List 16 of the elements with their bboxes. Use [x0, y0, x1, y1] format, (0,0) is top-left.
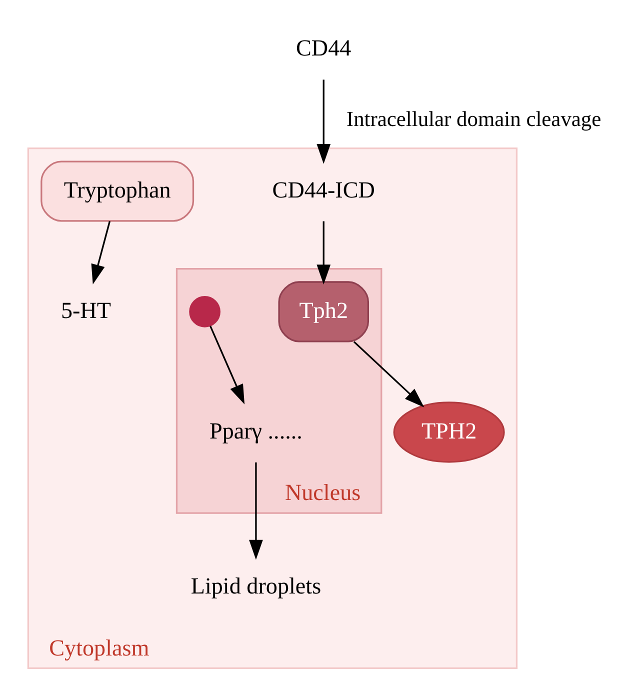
node-text: 5-HT — [60, 296, 111, 322]
node-text: Pparγ ...... — [209, 416, 302, 443]
node-text: CD44 — [296, 34, 352, 60]
arrow — [249, 462, 263, 560]
arrow — [316, 220, 331, 284]
node-ellipse: TPH2 — [393, 401, 505, 462]
arrow — [210, 325, 245, 404]
node-text: CD44-ICD — [272, 176, 375, 202]
arrow — [353, 340, 424, 407]
edge-label: Intracellular domain cleavage — [346, 106, 602, 130]
node-box: Tph2 — [278, 280, 369, 342]
node-circle — [189, 296, 220, 327]
node-box: Tryptophan — [40, 160, 194, 222]
arrow — [91, 220, 111, 284]
node-text: Lipid droplets — [190, 572, 322, 598]
arrow — [316, 79, 331, 164]
